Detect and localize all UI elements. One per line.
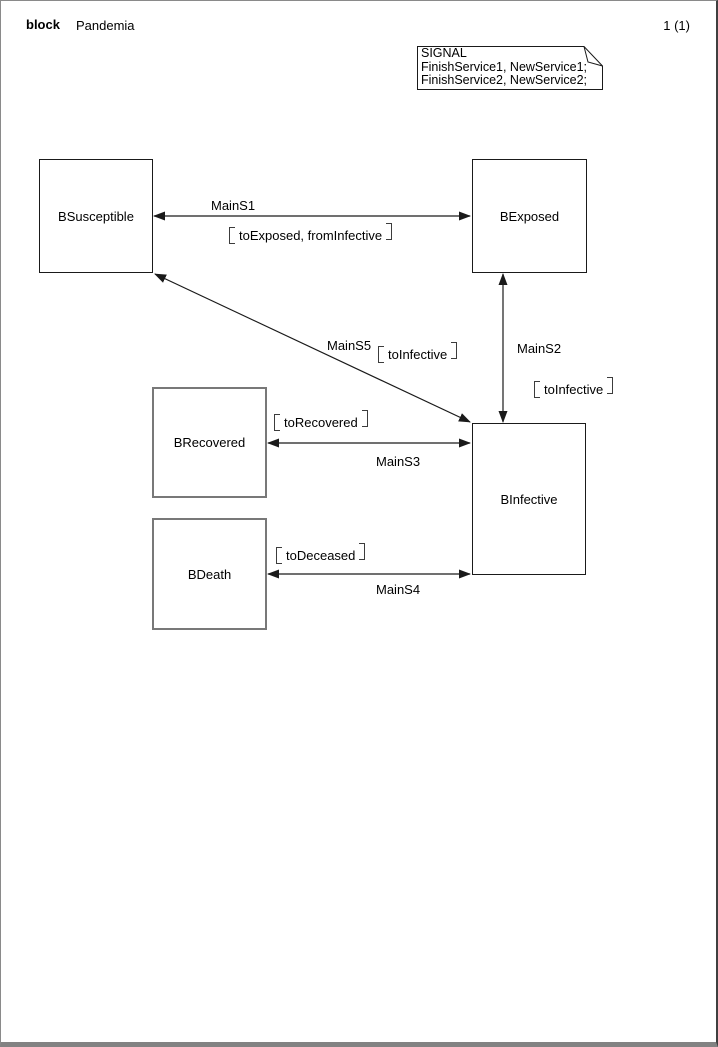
channel-mains5-line[interactable]: [154, 273, 471, 423]
block-bexposed[interactable]: BExposed: [472, 159, 587, 273]
note-line-signals-2: FinishService2, NewService2;: [421, 73, 588, 87]
channel-mains2-label[interactable]: MainS2: [517, 341, 562, 356]
block-binfective[interactable]: BInfective: [472, 423, 586, 575]
channel-mains4-signal-list[interactable]: toDeceased: [276, 546, 365, 565]
block-bdeath[interactable]: BDeath: [152, 518, 267, 630]
note-line-signals-1: FinishService1, NewService1;: [421, 59, 588, 74]
block-label: BSusceptible: [58, 208, 134, 224]
diagram-title: Pandemia: [76, 18, 135, 33]
block-brecovered[interactable]: BRecovered: [152, 387, 267, 498]
channel-mains2-signal-list[interactable]: toInfective: [534, 380, 613, 399]
page-number: 1 (1): [663, 18, 690, 33]
channel-mains3-label[interactable]: MainS3: [376, 454, 421, 469]
channel-mains1-signal-list[interactable]: toExposed, fromInfective: [229, 226, 392, 245]
signal-list-text: toExposed, fromInfective: [239, 228, 383, 243]
block-label: BDeath: [187, 566, 232, 582]
channel-mains3-signal-list[interactable]: toRecovered: [274, 413, 368, 432]
signal-list-text: toDeceased: [286, 548, 356, 563]
note-line-signal-keyword: SIGNAL: [421, 46, 467, 60]
signal-declaration-note[interactable]: SIGNAL FinishService1, NewService1; Fini…: [417, 46, 605, 91]
note-shape: [417, 46, 603, 90]
block-label: BInfective: [500, 491, 558, 507]
signal-list-text: toRecovered: [284, 415, 358, 430]
signal-list-text: toInfective: [544, 382, 604, 397]
block-bsusceptible[interactable]: BSusceptible: [39, 159, 153, 273]
block-label: BExposed: [499, 208, 560, 224]
channel-mains1-label[interactable]: MainS1: [211, 198, 256, 213]
channel-mains5-signal-list[interactable]: toInfective: [378, 345, 457, 364]
channel-mains4-label[interactable]: MainS4: [376, 582, 421, 597]
signal-list-text: toInfective: [388, 347, 448, 362]
block-label: BRecovered: [173, 435, 246, 450]
channel-mains5-label[interactable]: MainS5: [327, 338, 372, 353]
diagram-kind-label: block: [26, 17, 60, 32]
